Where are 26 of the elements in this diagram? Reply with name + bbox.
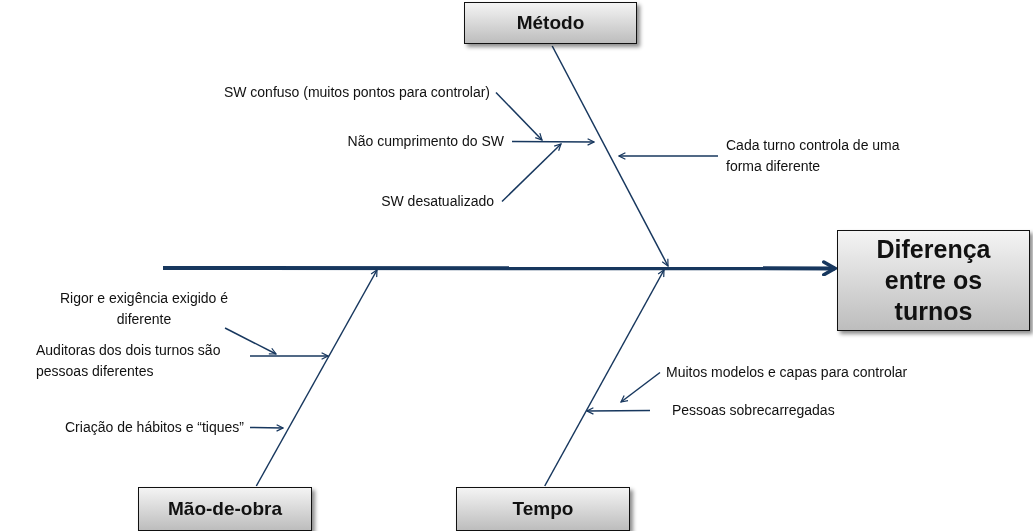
bone-arrow (551, 45, 669, 267)
cause-label: Cada turno controla de uma forma diferente (726, 135, 922, 177)
cause-label: Rigor e exigência exigido é diferente (38, 288, 250, 330)
cause-arrow (249, 352, 329, 360)
cause-arrow (620, 371, 661, 403)
cause-label: Criação de hábitos e “tiques” (4, 417, 244, 438)
cause-arrow (249, 424, 284, 432)
cause-label: SW desatualizado (300, 191, 494, 212)
cause-arrow (501, 143, 562, 203)
category-box: Método (464, 2, 637, 44)
cause-arrow (495, 91, 543, 141)
cause-label: Auditoras dos dois turnos são pessoas diferentes (36, 340, 248, 382)
category-box: Tempo (456, 487, 630, 531)
cause-arrow (224, 327, 277, 355)
spine-arrow (163, 260, 837, 277)
cause-arrow (618, 152, 719, 160)
bone-arrow (544, 269, 665, 487)
effect-box: Diferença entre os turnos (837, 230, 1030, 331)
cause-label: Não cumprimento do SW (260, 131, 504, 152)
cause-label: SW confuso (muitos pontos para controlar) (110, 82, 490, 103)
cause-arrow (511, 138, 595, 146)
cause-label: Muitos modelos e capas para controlar (666, 362, 996, 383)
cause-label: Pessoas sobrecarregadas (672, 400, 902, 421)
cause-arrow (586, 407, 651, 415)
bone-arrow (255, 269, 378, 487)
category-box: Mão-de-obra (138, 487, 312, 531)
